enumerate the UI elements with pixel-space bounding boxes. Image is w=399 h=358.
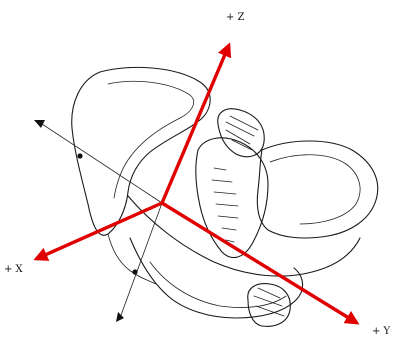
reference-arrowhead-upper <box>34 120 45 128</box>
x-axis-arrow <box>36 203 162 259</box>
y-axis-label: + Y <box>372 326 391 337</box>
reference-lines <box>34 120 162 322</box>
upper-bone-hatch <box>226 116 258 150</box>
pelvis-illustration <box>72 67 378 326</box>
reference-point-upper <box>77 153 82 158</box>
reference-point-lower <box>132 269 137 274</box>
upper-bone-outline <box>218 109 264 157</box>
left-iliac-wing-inner <box>108 81 194 198</box>
right-iliac-wing-inner <box>270 155 360 224</box>
z-axis-label: + Z <box>226 12 245 23</box>
x-axis-label: + X <box>4 264 24 275</box>
pubic-region-outline <box>130 238 303 318</box>
right-iliac-wing-outline <box>257 141 377 238</box>
lower-bone-outline <box>248 284 291 327</box>
reference-arrowhead-lower <box>116 312 124 322</box>
sacrum-foramina <box>212 168 238 242</box>
pubic-inner-contour <box>150 262 286 308</box>
reference-line-upper <box>42 124 162 203</box>
z-axis-arrow <box>162 45 229 203</box>
lower-bone-hatch <box>254 288 284 316</box>
